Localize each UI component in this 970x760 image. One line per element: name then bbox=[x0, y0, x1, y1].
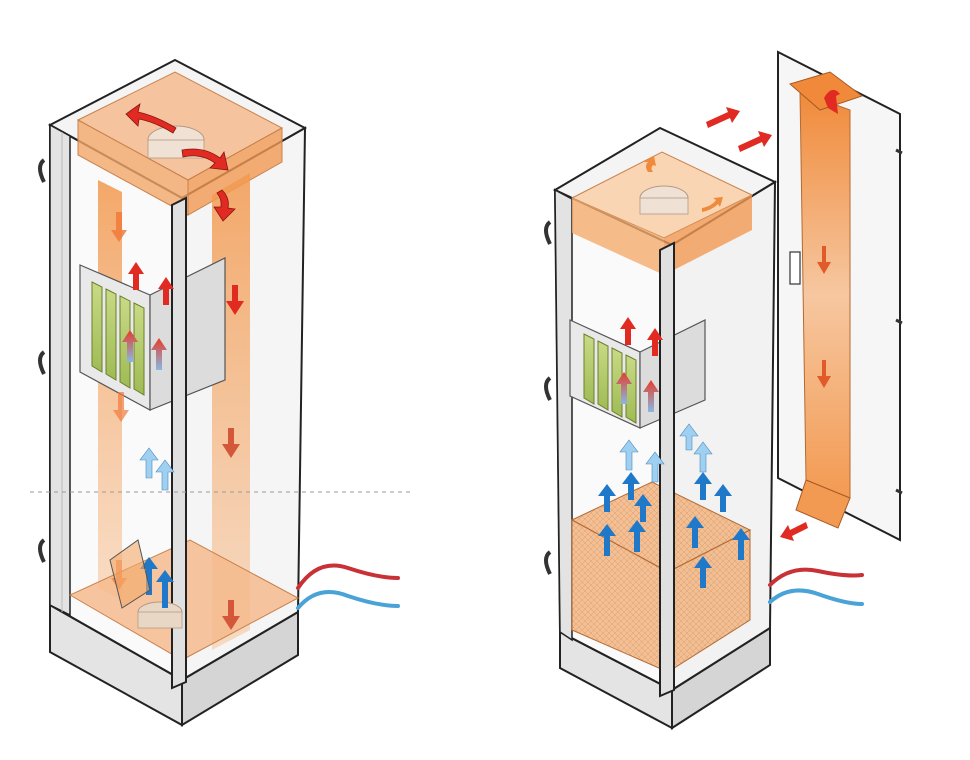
circuit-board-rack-icon bbox=[91, 281, 145, 396]
right-top-fan-housing bbox=[570, 151, 754, 275]
left-lower-baffle bbox=[109, 539, 151, 609]
hot-air-arrow-icon bbox=[817, 360, 831, 388]
hot-air-arrow-icon bbox=[817, 246, 831, 274]
hot-air-arrow-icon bbox=[125, 103, 236, 222]
circuit-board-rack-icon bbox=[583, 333, 637, 424]
right-door-panel bbox=[777, 50, 903, 542]
hot-air-arrow-icon bbox=[824, 89, 840, 114]
hinge-icon bbox=[544, 220, 552, 575]
door-handle-icon bbox=[789, 251, 801, 285]
left-cabinet bbox=[38, 58, 308, 727]
hot-air-arrow-icon bbox=[706, 107, 808, 541]
right-plinth bbox=[559, 626, 771, 730]
right-cables bbox=[768, 567, 864, 606]
right-cabinet bbox=[544, 126, 778, 730]
right-front-pillar bbox=[659, 241, 675, 698]
left-front-pillar bbox=[171, 196, 187, 690]
hot-air-arrow-icon bbox=[616, 317, 663, 412]
left-cables bbox=[296, 563, 400, 610]
hot-air-arrow-icon bbox=[122, 262, 174, 370]
hinge-icon bbox=[38, 158, 46, 563]
left-door-frame bbox=[38, 123, 71, 617]
cool-air-arrow-icon bbox=[598, 423, 750, 588]
